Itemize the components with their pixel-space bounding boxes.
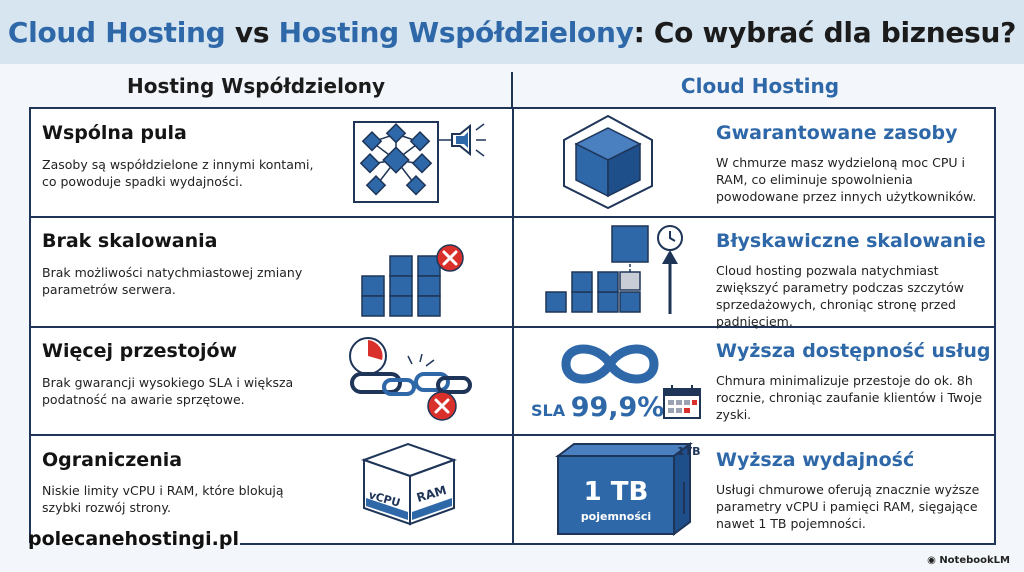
sla-badge: SLA 99,9% (531, 392, 664, 423)
cloud-row3-desc: Chmura minimalizuje przestoje do ok. 8h … (716, 373, 983, 422)
cloud-row2-desc: Cloud hosting pozwala natychmiast zwięks… (716, 263, 964, 329)
page-title: Cloud Hosting vs Hosting Współdzielony: … (8, 16, 1016, 49)
storage-value: 1 TB (584, 477, 649, 507)
sla-prefix: SLA (531, 401, 566, 420)
sla-value: 99,9% (570, 392, 665, 423)
storage-label: pojemności (581, 510, 651, 523)
title-vs: vs (225, 15, 279, 49)
blocked-cubes-icon (361, 244, 464, 317)
shared-row4-desc: Niskie limity vCPU i RAM, które blokują … (42, 483, 284, 515)
infinity-icon (561, 344, 659, 384)
limited-box-icon: vCPU RAM (361, 442, 457, 526)
dedicated-cube-icon (563, 114, 653, 210)
notebooklm-logo-icon: ◉ (927, 555, 936, 566)
title-shared: Hosting Współdzielony (278, 15, 634, 49)
column-divider (511, 72, 513, 112)
shared-row2-desc: Brak możliwości natychmiastowej zmiany p… (42, 265, 303, 297)
shared-row3-desc: Brak gwarancji wysokiego SLA i większa p… (42, 375, 294, 407)
cloud-row1-title: Gwarantowane zasoby (716, 122, 958, 144)
row-separator (29, 326, 996, 328)
shared-row1-desc: Zasoby są współdzielone z innymi kontami… (42, 157, 314, 189)
cloud-row2-title: Błyskawiczne skalowanie (716, 230, 986, 252)
cloud-row1-desc: W chmurze masz wydzieloną moc CPU i RAM,… (716, 155, 977, 204)
shared-row4-title: Ograniczenia (42, 449, 183, 471)
row-separator (29, 434, 996, 436)
title-cloud: Cloud Hosting (7, 15, 226, 49)
shared-network-icon (353, 121, 486, 203)
notebooklm-brand: ◉ NotebookLM (927, 555, 1010, 566)
cloud-row4-title: Wyższa wydajność (716, 449, 915, 471)
brand-label: NotebookLM (939, 555, 1010, 566)
title-question: : Co wybrać dla biznesu? (633, 15, 1017, 49)
broken-chain-icon (349, 337, 472, 421)
shared-row1-title: Wspólna pula (42, 122, 187, 144)
site-url: polecanehostingi.pl (28, 528, 240, 550)
row-separator (29, 216, 996, 218)
cloud-row3-title: Wyższa dostępność usług (716, 340, 991, 362)
shared-row2-title: Brak skalowania (42, 230, 218, 252)
column-heading-cloud: Cloud Hosting (680, 74, 840, 98)
storage-corner-label: 1TB (677, 445, 701, 458)
scaling-cubes-icon (545, 225, 683, 314)
shared-row3-title: Więcej przestojów (42, 340, 238, 362)
cloud-row4-desc: Usługi chmurowe oferują znacznie wyższe … (716, 482, 980, 531)
header-bar: Cloud Hosting vs Hosting Współdzielony: … (0, 0, 1024, 64)
calendar-icon (663, 385, 701, 419)
column-heading-shared: Hosting Współdzielony (126, 74, 385, 98)
footer-rule (240, 543, 996, 545)
storage-block-icon: 1 TB pojemności (555, 442, 693, 536)
